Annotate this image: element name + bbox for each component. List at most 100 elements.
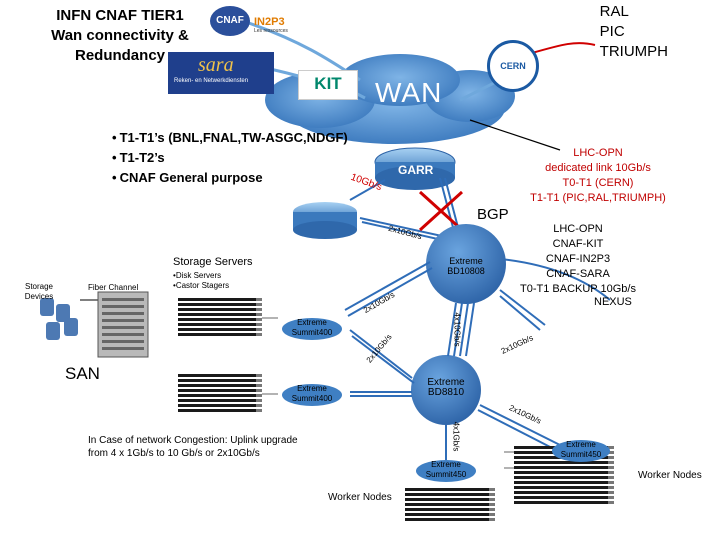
cern-logo-text: CERN	[500, 61, 526, 71]
summit450-uplink-label: 4x1Gb/s	[451, 421, 461, 452]
rack-unit	[405, 498, 495, 501]
summit450-right-line-2: Summit450	[560, 450, 602, 459]
sara-logo: sara Reken- en Netwerkdiensten	[168, 52, 274, 94]
rack-unit	[178, 404, 262, 407]
rack-unit	[514, 491, 614, 494]
rack-unit	[178, 394, 262, 397]
worker-nodes-label-bottom: Worker Nodes	[328, 492, 392, 503]
extreme-bd8810-node	[411, 355, 481, 425]
cnaf-logo: CNAF	[210, 6, 250, 36]
summit400-workers-line-2: Summit400	[291, 394, 333, 403]
storage-server-rack	[178, 298, 262, 338]
rack-unit	[405, 513, 495, 516]
rack-unit	[178, 374, 262, 377]
extreme-bd10808-node	[426, 224, 506, 304]
rack-unit	[514, 466, 614, 469]
page-title: INFN CNAF TIER1 Wan connectivity & Redun…	[20, 6, 220, 66]
garr-label: GARR	[398, 163, 434, 177]
bullet-item: CNAF General purpose	[112, 168, 348, 188]
gateway-router	[293, 202, 357, 239]
backup-line-3: CNAF-IN2P3	[545, 253, 611, 265]
rack-unit	[405, 493, 495, 496]
backup-line-1: LHC-OPN	[553, 223, 603, 235]
rack-unit	[514, 486, 614, 489]
backup-line-5: T0-T1 BACKUP 10Gb/s	[520, 283, 636, 295]
sara-logo-text: sara	[198, 54, 234, 76]
bullet-item: T1-T2’s	[112, 148, 348, 168]
title-line-2: Wan connectivity &	[51, 27, 189, 44]
rack-unit	[514, 501, 614, 504]
wan-traffic-list: T1-T1’s (BNL,FNAL,TW-ASGC,NDGF) T1-T2’s …	[112, 128, 348, 188]
summit450-center-line-1: Extreme	[431, 460, 461, 469]
rack-unit	[178, 298, 262, 301]
kit-logo-text: KIT	[314, 74, 342, 93]
summit400-storage-line-2: Summit400	[291, 328, 333, 337]
san-label: SAN	[65, 364, 100, 383]
extreme-bd10808-line-2: BD10808	[447, 266, 485, 276]
rack-unit	[178, 384, 262, 387]
partner-sites: RAL PIC TRIUMPH	[600, 2, 668, 62]
extreme-summit450-right: Extreme Summit450	[552, 440, 610, 462]
partner-triumph: TRIUMPH	[599, 43, 668, 60]
storage-servers: Storage Servers •Disk Servers •Castor St…	[173, 256, 252, 291]
worker-nodes-label-right: Worker Nodes	[638, 470, 702, 481]
bullet-item: T1-T1’s (BNL,FNAL,TW-ASGC,NDGF)	[112, 128, 348, 148]
nexus-line	[489, 257, 611, 301]
garr-router	[374, 147, 456, 190]
rack-uplinks	[262, 317, 514, 469]
rack-unit	[178, 308, 262, 311]
link-cut-mark	[418, 190, 464, 232]
extreme-summit450-center: Extreme Summit450	[416, 460, 476, 482]
storage-server-item: •Disk Servers	[173, 271, 222, 280]
extreme-bd8810-label: Extreme BD8810	[416, 378, 476, 398]
summit400-storage-line-1: Extreme	[297, 318, 327, 327]
cnaf-logo-text: CNAF	[216, 15, 244, 26]
fiber-channel-switch	[97, 291, 149, 358]
congestion-note: In Case of network Congestion: Uplink up…	[88, 435, 298, 459]
storage-devices-line-1: Storage	[24, 282, 54, 291]
lhc-opn-dedicated: LHC-OPN dedicated link 10Gb/s T0-T1 (CER…	[520, 146, 676, 206]
summit450-right-line-1: Extreme	[566, 440, 596, 449]
storage-devices-icon	[40, 298, 78, 340]
storage-servers-title: Storage Servers	[173, 256, 253, 268]
fiber-channel-label: Fiber Channel	[88, 283, 139, 292]
lhc-opn-line	[469, 119, 561, 151]
partner-ral: RAL	[599, 3, 629, 20]
cern-logo: CERN	[487, 40, 539, 92]
storage-server-disk: Disk Servers	[175, 271, 222, 280]
extreme-bd10808-line-1: Extreme	[449, 256, 483, 266]
backup-line-4: CNAF-SARA	[546, 268, 610, 280]
rack-unit	[405, 518, 495, 521]
storage-server-castor: Castor Stagers	[175, 281, 230, 290]
wan-label: WAN	[375, 77, 443, 108]
backup-line-2: CNAF-KIT	[552, 238, 604, 250]
extreme-bd8810-line-1: Extreme	[427, 377, 465, 388]
in2p3-logo-text: IN2P3	[254, 16, 285, 28]
partner-pic: PIC	[599, 23, 625, 40]
nexus-label: NEXUS	[594, 296, 632, 308]
rack-unit	[178, 318, 262, 321]
fiber-channel-ports	[102, 298, 144, 350]
rack-unit	[178, 313, 262, 316]
lhc-opn-line-3: T0-T1 (CERN)	[562, 177, 634, 189]
extreme-bd10808-label: Extreme BD10808	[436, 256, 496, 276]
rack-unit	[178, 409, 262, 412]
title-line-3: Redundancy	[74, 47, 165, 64]
storage-devices-label: Storage Devices	[21, 282, 57, 302]
rack-unit	[405, 488, 495, 491]
in2p3-logo-sub: Les ressources	[254, 28, 288, 34]
rack-unit	[178, 328, 262, 331]
storage-devices-line-2: Devices	[24, 292, 54, 301]
lhc-opn-backup: LHC-OPN CNAF-KIT CNAF-IN2P3 CNAF-SARA T0…	[498, 222, 658, 297]
title-line-1: INFN CNAF TIER1	[56, 7, 184, 24]
rack-unit	[514, 471, 614, 474]
rack-unit	[178, 323, 262, 326]
lhc-opn-line-1: LHC-OPN	[573, 147, 623, 159]
summit450-center-line-2: Summit450	[425, 470, 467, 479]
core-links	[344, 261, 561, 460]
kit-logo: KIT	[298, 70, 358, 100]
extreme-summit400-workers: Extreme Summit400	[282, 384, 342, 406]
rack-unit	[178, 389, 262, 392]
rack-unit	[178, 303, 262, 306]
